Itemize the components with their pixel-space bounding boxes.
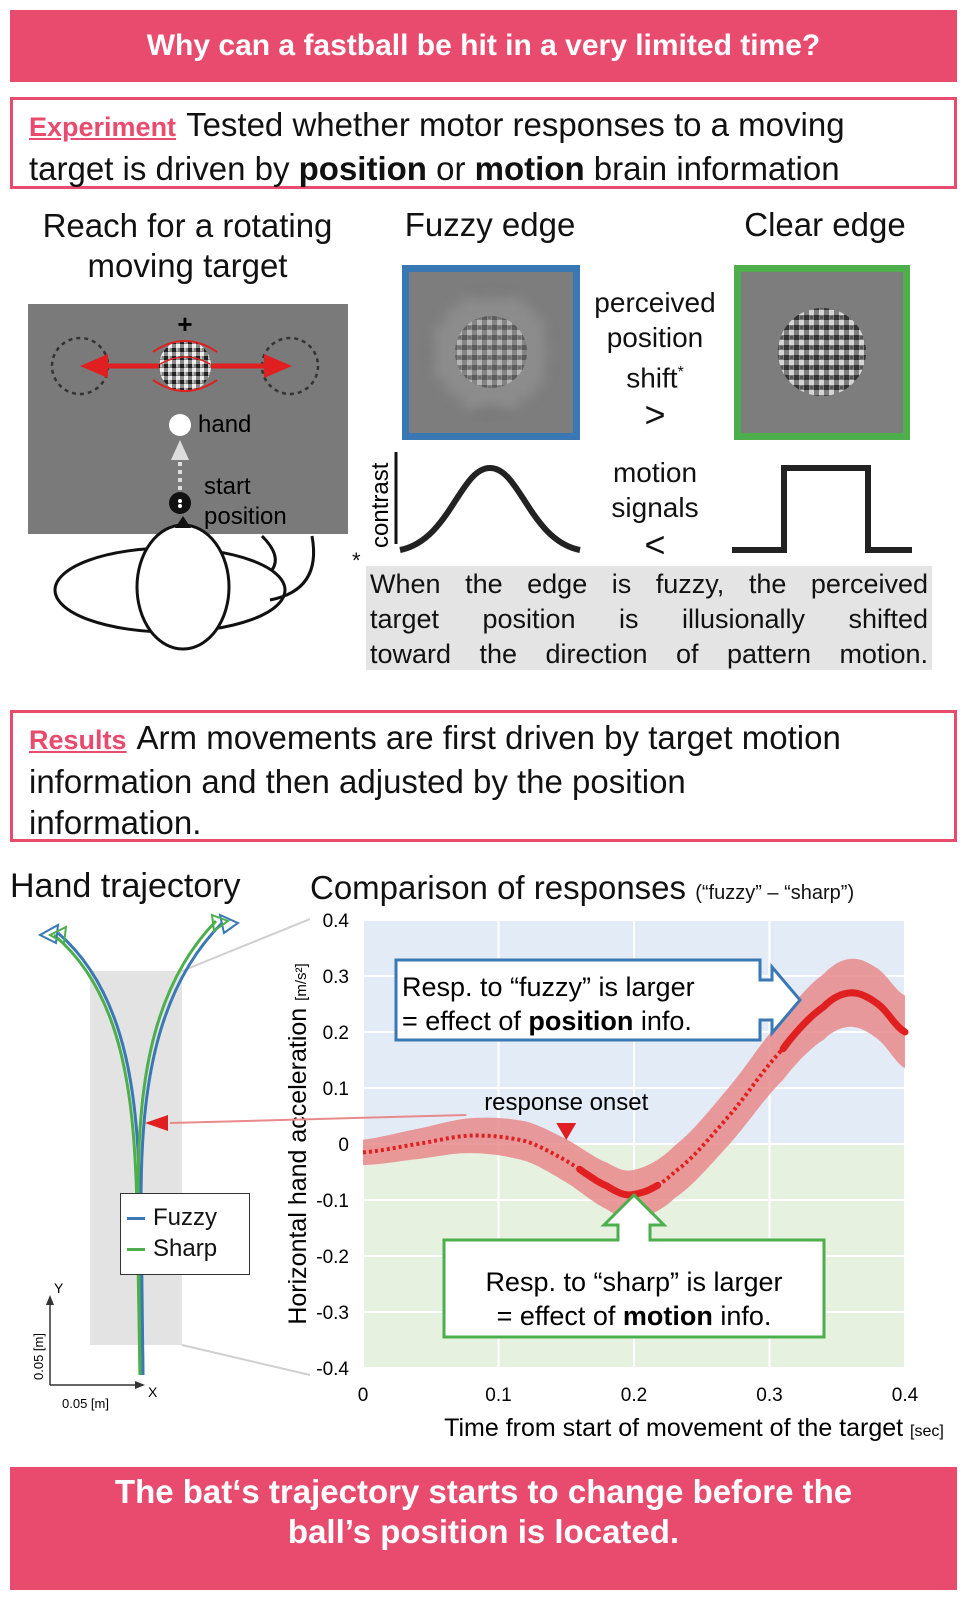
x-tick-label: 0.4 bbox=[892, 1385, 919, 1406]
onset-connector-arrowhead bbox=[145, 1115, 168, 1131]
axis-x-label: X bbox=[148, 1384, 158, 1400]
y-tick-label: -0.1 bbox=[316, 1191, 349, 1212]
fuzzy-profile bbox=[399, 464, 581, 553]
right-target-position bbox=[260, 336, 320, 396]
rotation-arc-top bbox=[152, 340, 218, 353]
sharp-annotation-box bbox=[442, 1192, 826, 1339]
trajectory-plot: Y X 0.05 [m] 0.05 [m] bbox=[31, 913, 310, 1411]
trajectory-title: Hand trajectory bbox=[10, 867, 241, 905]
x-tick-label: 0.3 bbox=[756, 1385, 782, 1406]
rotation-arc-bottom bbox=[152, 379, 218, 392]
y-tick-label: 0 bbox=[338, 1135, 349, 1156]
fuzzy-end-left bbox=[37, 923, 60, 945]
fuzzy-trajectory-right bbox=[139, 921, 224, 1376]
zoom-connector-bottom bbox=[181, 1344, 310, 1376]
clear-stimulus bbox=[734, 265, 910, 440]
header-title: Why can a fastball be hit in a very limi… bbox=[146, 29, 821, 62]
x-axis-label: Time from start of movement of the targe… bbox=[444, 1414, 944, 1442]
setup-illustration: + hand start position bbox=[28, 304, 348, 651]
experiment-line-2: target is driven by position or motion b… bbox=[29, 150, 840, 187]
results-label: Results bbox=[29, 725, 127, 755]
legend-fuzzy-label: Fuzzy bbox=[153, 1204, 218, 1231]
chart-title: Comparison of responses (“fuzzy” – “shar… bbox=[310, 869, 855, 906]
response-chart: 0 0.1 0.2 0.3 0.4 0.4 0.3 0.2 0.1 0 -0.1 -0.2 -0.3 -0… bbox=[145, 911, 944, 1442]
rotating-target bbox=[159, 340, 211, 392]
chart-ticks: 0 0.1 0.2 0.3 0.4 0.4 0.3 0.2 0.1 0 -0.1 -0.2 -0.3 -0… bbox=[284, 911, 944, 1442]
sharp-annotation-line-1: Resp. to “sharp” is larger bbox=[485, 1267, 782, 1297]
response-line-significant bbox=[576, 1165, 662, 1199]
footnote-star: * bbox=[352, 548, 361, 573]
hand-arrowhead bbox=[171, 440, 189, 460]
fuzzy-title: Fuzzy edge bbox=[404, 206, 576, 243]
clear-profile bbox=[732, 465, 912, 553]
footer-line-2: ball’s position is located. bbox=[287, 1513, 680, 1550]
sharp-trajectory-right bbox=[136, 919, 218, 1376]
footer-line-1: The bat‘s trajectory starts to change be… bbox=[114, 1473, 853, 1510]
response-line bbox=[362, 989, 909, 1199]
experiment-label: Experiment bbox=[29, 112, 177, 142]
left-arrowhead bbox=[80, 354, 108, 378]
legend-sharp-swatch bbox=[127, 1248, 145, 1252]
fixation-cross: + bbox=[177, 309, 192, 339]
x-tick-label: 0.2 bbox=[621, 1385, 647, 1406]
start-label-1: start bbox=[204, 473, 251, 500]
y-tick-label: 0.2 bbox=[323, 1023, 349, 1044]
nose bbox=[175, 516, 191, 528]
response-line-significant bbox=[779, 989, 909, 1053]
legend-sharp-label: Sharp bbox=[153, 1235, 218, 1262]
sharp-annotation-line-2: = effect of motion info. bbox=[497, 1301, 772, 1331]
y-tick-label: 0.4 bbox=[323, 911, 350, 932]
error-band bbox=[363, 958, 905, 1220]
x-tick-label: 0.1 bbox=[485, 1385, 511, 1406]
y-tick-label: -0.4 bbox=[316, 1359, 349, 1380]
onset-label: response onset bbox=[484, 1089, 648, 1116]
hand-marker bbox=[169, 414, 191, 436]
sharp-end-left bbox=[47, 925, 68, 945]
arm-left-line bbox=[260, 534, 277, 571]
person-head bbox=[135, 523, 231, 651]
hand-label: hand bbox=[198, 411, 251, 438]
scale-y-label: 0.05 [m] bbox=[31, 1333, 46, 1380]
contrast-profiles: contrast bbox=[367, 452, 912, 553]
position-shift-label: perceived position shift* > bbox=[580, 285, 730, 435]
scale-x-label: 0.05 [m] bbox=[62, 1396, 109, 1411]
onset-marker bbox=[556, 1123, 577, 1140]
fuzzy-end-right bbox=[218, 913, 241, 935]
fuzzy-annotation-line-1: Resp. to “fuzzy” is larger bbox=[402, 972, 695, 1002]
axis-y-label: Y bbox=[54, 1280, 64, 1296]
y-axis-label: Horizontal hand acceleration [m/s²] bbox=[284, 963, 312, 1324]
confidence-band bbox=[363, 958, 905, 1220]
trajectory-legend: Fuzzy Sharp bbox=[120, 1193, 250, 1275]
header-bar: Why can a fastball be hit in a very limi… bbox=[10, 10, 957, 82]
contrast-axis-label: contrast bbox=[367, 462, 394, 548]
response-line-dotted bbox=[362, 990, 907, 1197]
legend-fuzzy-swatch bbox=[127, 1217, 145, 1221]
less-than-sign: < bbox=[644, 524, 666, 565]
zoom-connector-top bbox=[181, 918, 310, 972]
y-tick-label: 0.1 bbox=[323, 1079, 349, 1100]
start-label-2: position bbox=[204, 503, 287, 530]
x-tick-label: 0 bbox=[358, 1385, 369, 1406]
clear-title: Clear edge bbox=[744, 206, 906, 243]
footer-bar: The bat‘s trajectory starts to change be… bbox=[10, 1467, 957, 1590]
fuzzy-stimulus bbox=[402, 265, 580, 440]
chart-annotations: response onset Resp. to “fuzzy” is larger… bbox=[145, 958, 826, 1339]
setup-title: Reach for a rotating moving target bbox=[42, 207, 333, 284]
greater-than-sign: > bbox=[644, 394, 666, 436]
right-arrowhead bbox=[264, 354, 292, 378]
footnote-box: When the edge is fuzzy, the perceived ta… bbox=[366, 566, 932, 670]
onset-connector-line bbox=[169, 1114, 467, 1124]
sharp-end-right bbox=[210, 913, 231, 933]
y-tick-label: -0.3 bbox=[316, 1303, 349, 1324]
y-tick-label: 0.3 bbox=[323, 967, 349, 988]
motion-signals-label: motion signals < bbox=[580, 455, 730, 565]
sharp-trajectory-left bbox=[53, 933, 142, 1376]
fuzzy-annotation-line-2: = effect of position info. bbox=[402, 1006, 692, 1036]
fuzzy-annotation-box bbox=[394, 958, 802, 1042]
arm-right-line bbox=[269, 535, 316, 602]
y-tick-label: -0.2 bbox=[316, 1247, 349, 1268]
